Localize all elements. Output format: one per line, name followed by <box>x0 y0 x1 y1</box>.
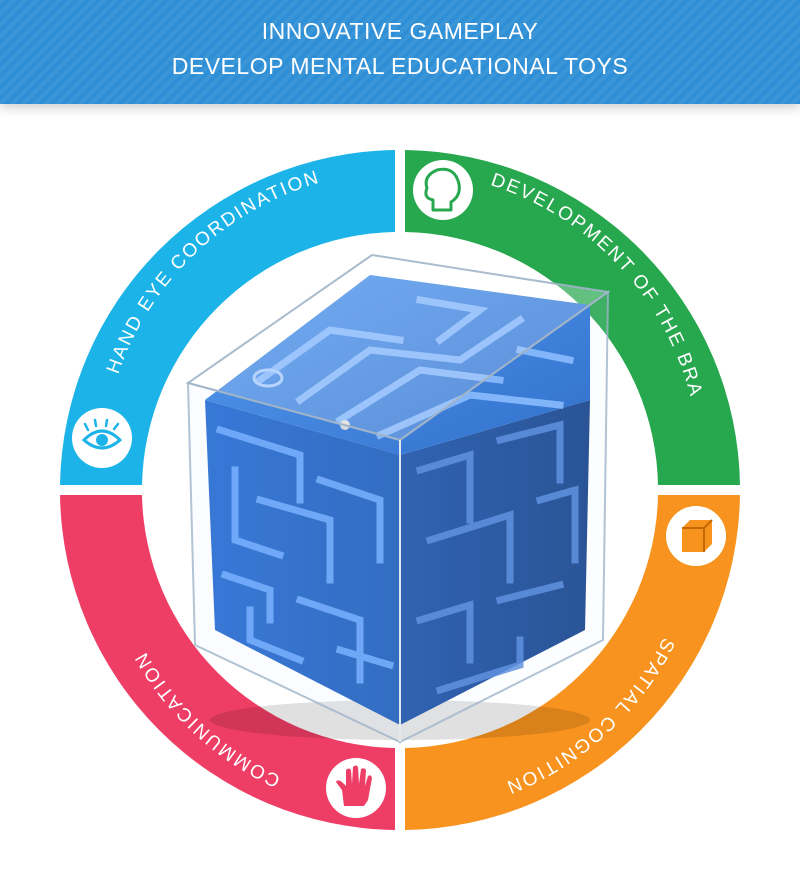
maze-cube-image <box>185 253 611 744</box>
banner-subtitle: DEVELOP MENTAL EDUCATIONAL TOYS <box>171 53 629 79</box>
eye-icon <box>72 408 132 468</box>
hand-icon <box>326 758 386 818</box>
banner-title: INNOVATIVE GAMEPLAY <box>261 18 539 44</box>
quadrant-hand-eye <box>60 150 395 485</box>
quadrant-spatial <box>405 495 740 830</box>
quadrant-brain <box>405 150 740 485</box>
quadrant-communication <box>60 495 395 830</box>
cube-icon <box>666 506 726 566</box>
head-icon <box>413 160 473 220</box>
header-banner: INNOVATIVE GAMEPLAY DEVELOP MENTAL EDUCA… <box>0 0 800 104</box>
